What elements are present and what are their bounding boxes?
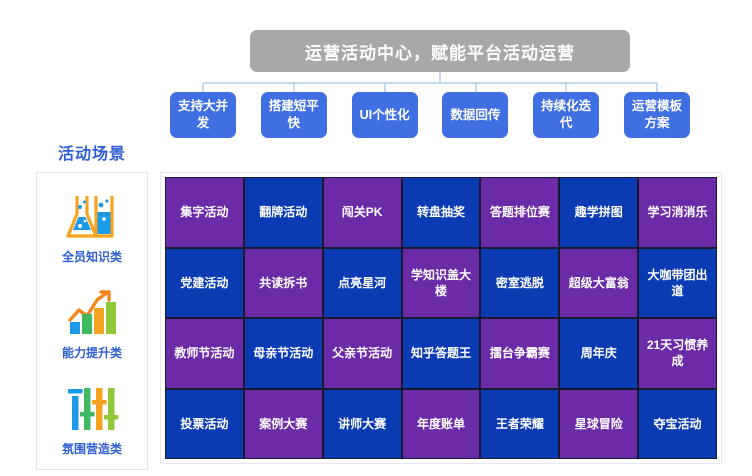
activity-cell[interactable]: 21天习惯养成 <box>639 319 716 388</box>
activity-cell[interactable]: 超级大富翁 <box>560 248 638 317</box>
activity-cell[interactable]: 密室逃脱 <box>481 248 559 317</box>
sidebar-title: 活动场景 <box>57 146 126 163</box>
activity-cell[interactable]: 夺宝活动 <box>639 389 716 458</box>
activity-cell[interactable]: 年度账单 <box>402 389 480 458</box>
activity-cell[interactable]: 案例大赛 <box>244 389 322 458</box>
activity-cell[interactable]: 知乎答题王 <box>402 319 480 388</box>
page-title: 运营活动中心，赋能平台活动运营 <box>305 43 575 63</box>
activity-cell[interactable]: 教师节活动 <box>166 319 243 388</box>
activity-cell[interactable]: 点亮星河 <box>323 248 401 317</box>
activity-cell[interactable]: 母亲节活动 <box>244 319 322 388</box>
activity-cell[interactable]: 大咖带团出道 <box>639 248 716 317</box>
activity-cell[interactable]: 周年庆 <box>560 319 638 388</box>
activity-grid-frame: 集字活动 翻牌活动 闯关PK 转盘抽奖 答题排位赛 趣学拼图 学习消消乐 党建活… <box>160 172 722 464</box>
activity-cell[interactable]: 星球冒险 <box>560 389 638 458</box>
header-banner: 运营活动中心，赋能平台活动运营 <box>250 30 630 72</box>
sidebar-item-label: 能力提升类 <box>61 345 122 360</box>
activity-cell[interactable]: 擂台争霸赛 <box>481 319 559 388</box>
activity-cell[interactable]: 讲师大赛 <box>323 389 401 458</box>
activity-scene-sidebar: 活动场景 全员知识类 <box>36 140 148 470</box>
feature-button-continuous-iteration[interactable]: 持续化迭代 <box>533 92 600 138</box>
activity-cell[interactable]: 转盘抽奖 <box>402 178 480 247</box>
activity-cell[interactable]: 答题排位赛 <box>481 178 559 247</box>
activity-cell[interactable]: 集字活动 <box>166 178 243 247</box>
sidebar-item-label: 氛围营造类 <box>61 441 122 456</box>
feature-button-fast-build[interactable]: 搭建短平快 <box>260 92 327 138</box>
sidebar-panel: 全员知识类 能力提升类 <box>36 172 148 470</box>
activity-cell[interactable]: 王者荣耀 <box>481 389 559 458</box>
sidebar-item-atmosphere[interactable]: 氛围营造类 <box>37 371 147 467</box>
feature-button-support-concurrency[interactable]: 支持大并发 <box>170 92 236 138</box>
flask-beaker-icon <box>66 195 114 238</box>
feature-button-operation-template[interactable]: 运营模板方案 <box>623 92 690 138</box>
feature-button-row: 支持大并发 搭建短平快 UI个性化 数据回传 持续化迭代 运营模板方案 <box>170 92 690 138</box>
sidebar-item-label: 全员知识类 <box>61 249 122 264</box>
activity-cell[interactable]: 闯关PK <box>323 178 401 247</box>
feature-button-ui-customization[interactable]: UI个性化 <box>351 92 418 138</box>
activity-cell[interactable]: 共读拆书 <box>244 248 322 317</box>
activity-cell[interactable]: 学习消消乐 <box>639 178 716 247</box>
bar-chart-growth-icon <box>68 289 116 334</box>
sidebar-item-knowledge[interactable]: 全员知识类 <box>37 179 147 275</box>
activity-cell[interactable]: 投票活动 <box>166 389 243 458</box>
feature-button-data-feedback[interactable]: 数据回传 <box>442 92 509 138</box>
activity-cell[interactable]: 党建活动 <box>166 248 243 317</box>
activity-cell[interactable]: 学知识盖大楼 <box>402 248 480 317</box>
activity-cell[interactable]: 翻牌活动 <box>244 178 322 247</box>
equalizer-sliders-icon <box>68 387 119 430</box>
sidebar-item-capability[interactable]: 能力提升类 <box>37 275 147 371</box>
activity-cell[interactable]: 趣学拼图 <box>560 178 638 247</box>
activity-grid: 集字活动 翻牌活动 闯关PK 转盘抽奖 答题排位赛 趣学拼图 学习消消乐 党建活… <box>165 177 717 459</box>
activity-cell[interactable]: 父亲节活动 <box>323 319 401 388</box>
